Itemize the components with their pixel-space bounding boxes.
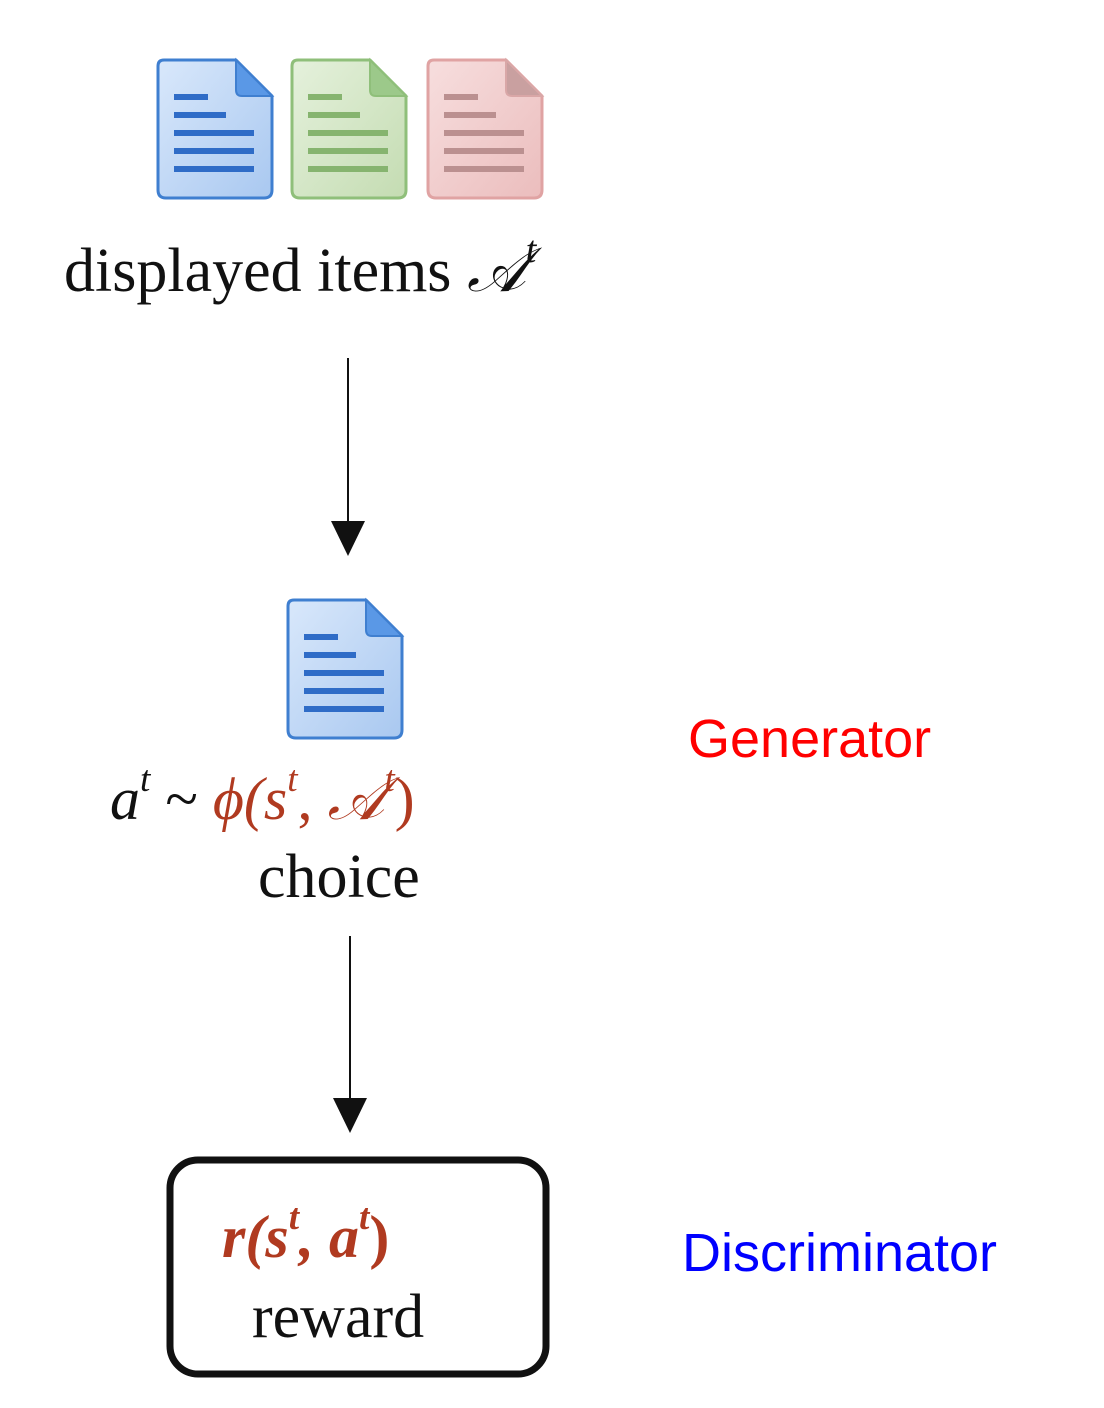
action-superscript: t	[140, 759, 151, 800]
displayed-items-label: displayed items 𝒜t	[64, 228, 536, 307]
reward-box	[166, 1156, 550, 1378]
choice-label: choice	[258, 843, 420, 911]
reward-a-symbol: , a	[299, 1203, 360, 1270]
document-icon-red	[426, 57, 545, 200]
generator-label: Generator	[688, 709, 932, 769]
policy-items-symbol: 𝒜	[327, 765, 385, 832]
reward-label: reward	[252, 1283, 425, 1351]
arrowhead-2	[333, 1098, 367, 1133]
policy-close-paren: )	[394, 765, 415, 832]
reward-a-superscript: t	[359, 1197, 370, 1238]
items-set-symbol: 𝒜	[466, 236, 526, 305]
discriminator-label: Discriminator	[682, 1223, 998, 1283]
arrowhead-1	[331, 521, 365, 556]
policy-items-superscript: t	[384, 759, 395, 800]
reward-s-superscript: t	[288, 1197, 300, 1238]
displayed-items-text: displayed items	[64, 236, 452, 305]
choice-expression: at ~ ϕ(st, 𝒜t)	[110, 758, 415, 834]
reward-r-symbol: r(s	[222, 1203, 289, 1270]
action-symbol: a	[110, 765, 140, 832]
policy-comma: ,	[297, 765, 328, 832]
tilde-symbol: ~	[150, 765, 213, 832]
reward-close-paren: )	[369, 1203, 390, 1270]
document-icon-green	[290, 57, 409, 200]
document-icon-blue	[156, 57, 275, 200]
document-icon-chosen	[286, 597, 405, 740]
items-set-superscript: t	[525, 229, 537, 271]
reward-expression: r(st, at)	[222, 1196, 389, 1272]
policy-phi: ϕ(s	[212, 765, 288, 832]
policy-s-superscript: t	[287, 759, 298, 800]
